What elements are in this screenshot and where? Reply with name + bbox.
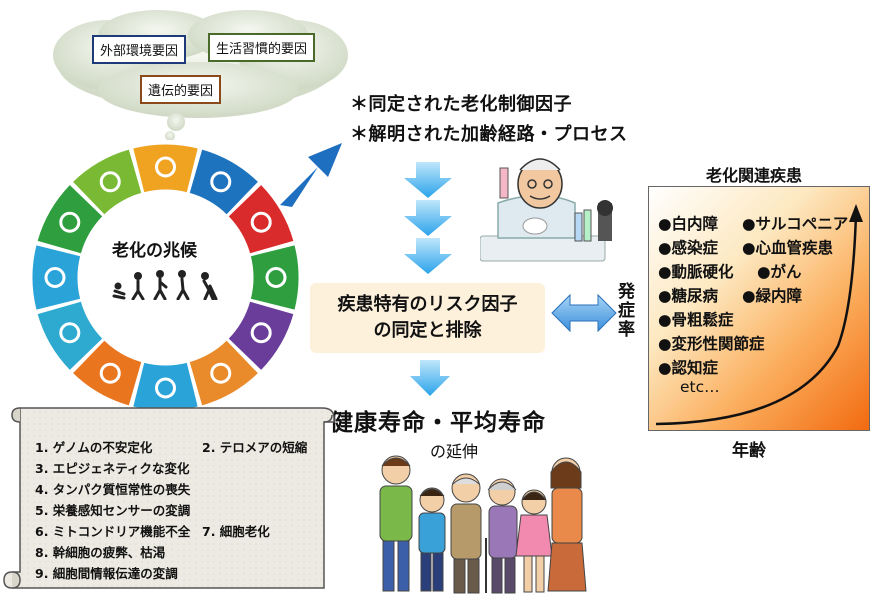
outcome-arrow: [270, 135, 350, 210]
disease-glaucoma: ●緑内障: [742, 284, 802, 306]
lifespan-title: 健康寿命・平均寿命: [330, 403, 546, 437]
disease-cardiovascular: ●心血管疾患: [742, 236, 833, 258]
wheel-segment: [251, 245, 299, 309]
disease-dementia: ●認知症: [658, 356, 718, 378]
disease-chart-title: 老化関連疾患: [706, 162, 802, 186]
wheel-segment: [133, 145, 197, 193]
disease-diabetes: ●糖尿病: [658, 284, 718, 306]
risk-line-1: 疾患特有のリスク因子: [338, 292, 518, 318]
family-illustration: [368, 448, 588, 598]
factor-environmental: 外部環境要因: [92, 35, 186, 64]
finding-factors: ＊同定された老化制御因子: [350, 90, 572, 116]
hallmark-9: 9. 細胞間情報伝達の変調: [35, 563, 178, 582]
hallmark-4: 4. タンパク質恒常性の喪失: [35, 479, 190, 498]
wheel-center-label: 老化の兆候: [112, 236, 197, 261]
disease-osteoporosis: ●骨粗鬆症: [658, 308, 734, 330]
disease-cataract: ●白内障: [658, 212, 718, 234]
disease-sarcopenia: ●サルコペニア: [742, 212, 848, 234]
hallmark-2: 2. テロメアの短縮: [202, 437, 307, 456]
disease-infection: ●感染症: [658, 236, 718, 258]
disease-arteriosclerosis: ●動脈硬化: [658, 260, 734, 282]
x-axis-label: 年齢: [732, 436, 766, 461]
disease-osteoarthritis: ●変形性関節症: [658, 332, 765, 354]
factor-lifestyle: 生活習慣的要因: [208, 33, 315, 62]
finding-pathways: ＊解明された加齢経路・プロセス: [350, 120, 628, 146]
down-arrows: [398, 160, 458, 275]
down-arrow-lifespan: [408, 358, 452, 398]
hallmark-1: 1. ゲノムの不安定化: [35, 437, 152, 456]
scientist-icon: [480, 148, 620, 266]
wheel-segment: [33, 245, 81, 309]
risk-factor-box: 疾患特有のリスク因子 の同定と排除: [310, 283, 545, 353]
y-axis-label: 発症率: [612, 282, 637, 339]
factor-genetic: 遺伝的要因: [140, 75, 221, 104]
disease-cancer: ●がん: [757, 260, 802, 282]
hallmark-5: 5. 栄養感知センサーの変調: [35, 500, 190, 519]
bidirectional-arrow: [550, 292, 618, 334]
risk-line-2: の同定と排除: [338, 318, 518, 344]
hallmark-7: 7. 細胞老化: [202, 521, 270, 540]
hallmark-8: 8. 幹細胞の疲弊、枯渇: [35, 542, 165, 561]
hallmark-3: 3. エピジェネティクな変化: [35, 458, 190, 477]
hallmark-6: 6. ミトコンドリア機能不全: [35, 521, 190, 540]
disease-etc: etc…: [680, 378, 720, 396]
aging-figures-icon: [110, 268, 220, 300]
